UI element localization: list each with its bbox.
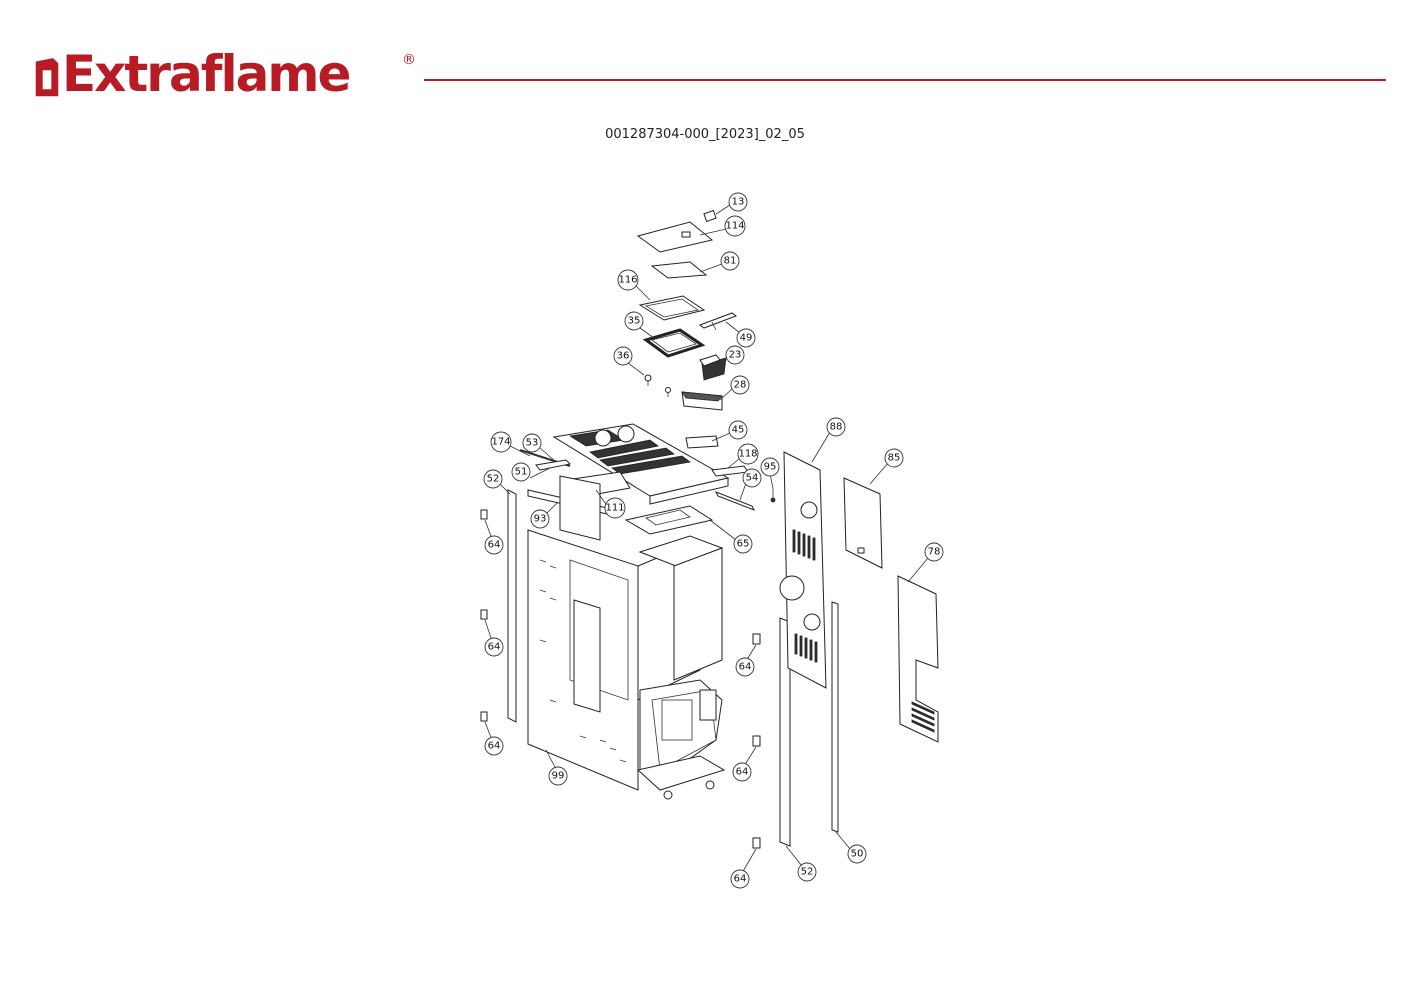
callout-51: 51 xyxy=(511,462,531,482)
part-116-frame xyxy=(638,295,706,321)
leader-lines xyxy=(484,204,929,874)
part-49-hinge xyxy=(698,312,738,331)
part-45-bracket xyxy=(685,435,719,449)
part-36-screw xyxy=(644,374,671,397)
svg-text:45: 45 xyxy=(732,425,745,436)
svg-text:53: 53 xyxy=(526,438,539,449)
svg-text:81: 81 xyxy=(724,256,737,267)
svg-text:65: 65 xyxy=(737,539,750,550)
callout-64-b: 64 xyxy=(484,637,504,657)
svg-text:35: 35 xyxy=(628,316,641,327)
part-99-main-body xyxy=(527,475,726,800)
callout-50: 50 xyxy=(847,844,867,864)
callout-95: 95 xyxy=(760,457,780,477)
callout-93: 93 xyxy=(530,509,550,529)
svg-text:78: 78 xyxy=(928,547,941,558)
callout-99: 99 xyxy=(548,766,568,786)
svg-text:64: 64 xyxy=(739,662,752,673)
part-54-bar xyxy=(714,491,756,511)
svg-text:64: 64 xyxy=(734,874,747,885)
header-rule xyxy=(424,79,1386,81)
part-64-clip-b xyxy=(480,609,488,620)
part-64-clip-d xyxy=(752,633,761,645)
part-50-rail xyxy=(831,601,839,833)
callout-23: 23 xyxy=(725,345,745,365)
part-64-clip-f xyxy=(752,837,761,849)
callout-64-a: 64 xyxy=(484,535,504,555)
part-64-clip-a xyxy=(480,509,488,520)
part-28-tray xyxy=(681,391,723,411)
svg-text:52: 52 xyxy=(801,867,814,878)
svg-text:93: 93 xyxy=(534,514,547,525)
callout-64-c: 64 xyxy=(735,657,755,677)
callout-36: 36 xyxy=(613,346,633,366)
callout-53: 53 xyxy=(522,433,542,453)
part-13-knob xyxy=(703,209,717,223)
part-78-panel xyxy=(897,575,939,743)
svg-text:118: 118 xyxy=(738,449,757,460)
svg-text:23: 23 xyxy=(729,350,742,361)
svg-text:174: 174 xyxy=(491,437,510,448)
callout-88: 88 xyxy=(826,417,846,437)
part-65-panel xyxy=(624,505,714,535)
callout-64-e: 64 xyxy=(732,762,752,782)
document-code: 001287304-000_[2023]_02_05 xyxy=(605,127,805,142)
svg-text:49: 49 xyxy=(740,333,753,344)
callout-174: 174 xyxy=(490,431,512,453)
svg-text:54: 54 xyxy=(746,473,759,484)
svg-text:111: 111 xyxy=(605,503,624,514)
registered-mark: ® xyxy=(402,52,416,68)
svg-text:51: 51 xyxy=(515,467,528,478)
svg-text:116: 116 xyxy=(618,275,637,286)
part-64-clip-e xyxy=(752,735,761,747)
svg-text:64: 64 xyxy=(488,642,501,653)
part-52-left-rail xyxy=(507,489,517,723)
brand-name: Extraflame xyxy=(62,45,351,103)
svg-text:95: 95 xyxy=(764,462,777,473)
callout-54: 54 xyxy=(742,468,762,488)
callout-13: 13 xyxy=(728,192,748,212)
callout-114: 114 xyxy=(724,215,746,237)
callout-49: 49 xyxy=(736,328,756,348)
callout-65: 65 xyxy=(733,534,753,554)
part-81-plate xyxy=(650,261,708,279)
svg-text:88: 88 xyxy=(830,422,843,433)
callout-111: 111 xyxy=(604,497,626,519)
callout-52-left: 52 xyxy=(483,469,503,489)
callout-118: 118 xyxy=(737,443,759,465)
svg-text:64: 64 xyxy=(736,767,749,778)
page-header: Extraflame ® xyxy=(0,0,1410,120)
callout-35: 35 xyxy=(624,311,644,331)
extraflame-logo-mark xyxy=(35,58,59,97)
callout-64-d: 64 xyxy=(484,736,504,756)
svg-text:64: 64 xyxy=(488,540,501,551)
svg-text:99: 99 xyxy=(552,771,565,782)
callout-116: 116 xyxy=(617,269,639,291)
svg-text:52: 52 xyxy=(487,474,500,485)
part-35-gasket xyxy=(642,328,706,358)
part-23-handle xyxy=(699,354,727,381)
callout-81: 81 xyxy=(720,251,740,271)
part-95-screw xyxy=(770,488,776,503)
part-118-rail xyxy=(711,465,749,477)
svg-text:85: 85 xyxy=(888,453,901,464)
svg-text:28: 28 xyxy=(734,380,747,391)
callout-78: 78 xyxy=(924,542,944,562)
svg-text:50: 50 xyxy=(851,849,864,860)
part-64-clip-c xyxy=(480,711,488,722)
callout-64-f: 64 xyxy=(730,869,750,889)
part-88-side-panel xyxy=(779,451,827,689)
part-85-panel xyxy=(843,477,883,569)
svg-text:36: 36 xyxy=(617,351,630,362)
svg-text:64: 64 xyxy=(488,741,501,752)
callout-28: 28 xyxy=(730,375,750,395)
callout-52-right: 52 xyxy=(797,862,817,882)
svg-text:13: 13 xyxy=(732,197,745,208)
svg-text:114: 114 xyxy=(725,221,744,232)
callout-85: 85 xyxy=(884,448,904,468)
callout-45: 45 xyxy=(728,420,748,440)
part-114-top-cover xyxy=(636,221,714,253)
